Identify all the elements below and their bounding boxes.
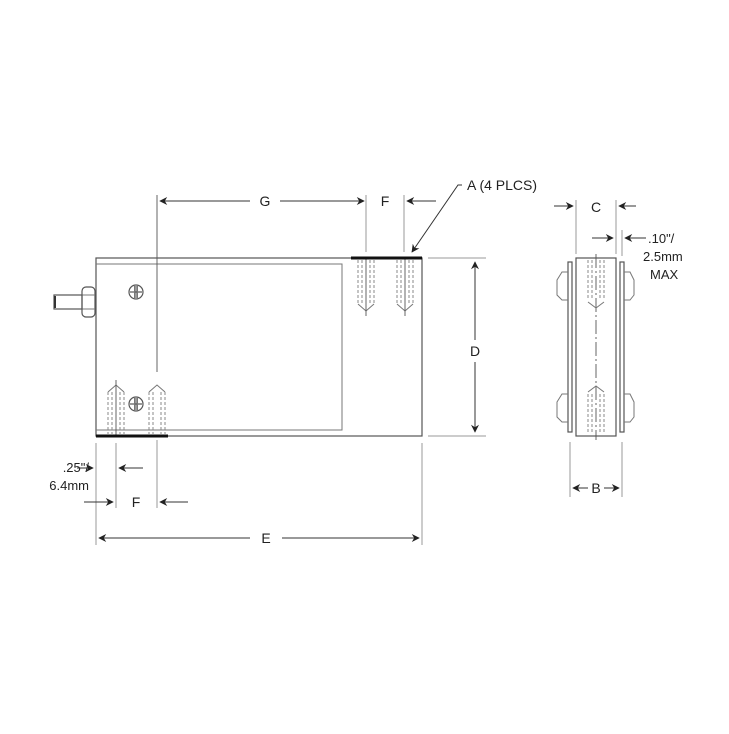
label-tolerance-line2: 2.5mm xyxy=(643,249,683,264)
threaded-hole-top-1 xyxy=(357,258,375,316)
label-tolerance-line3: MAX xyxy=(650,267,679,282)
side-plate-right xyxy=(619,261,625,433)
label-offset-line2: 6.4mm xyxy=(49,478,89,493)
dimension-b: B xyxy=(572,480,620,496)
dimension-d: D xyxy=(470,261,480,433)
dimension-e: E xyxy=(98,530,420,546)
screw-icon xyxy=(128,396,144,412)
side-view xyxy=(556,254,635,440)
front-view xyxy=(53,195,423,508)
load-cell-body xyxy=(95,257,423,437)
label-plate xyxy=(156,263,343,431)
dimension-c: C xyxy=(554,199,636,215)
side-plate-left xyxy=(567,261,573,433)
cable-connector xyxy=(53,286,96,318)
dimension-tolerance: .10"/ 2.5mm MAX xyxy=(592,231,683,282)
dimension-g: G xyxy=(159,193,365,209)
dimension-f-top: F xyxy=(381,193,436,209)
label-g: G xyxy=(260,193,271,209)
label-tolerance-line1: .10"/ xyxy=(648,231,675,246)
label-c: C xyxy=(591,199,601,215)
dimension-f-bottom: F xyxy=(84,494,188,510)
screw-icon xyxy=(128,284,144,300)
callout-a: A (4 PLCS) xyxy=(411,177,537,253)
connector-nut xyxy=(81,286,96,318)
label-b: B xyxy=(591,480,600,496)
label-e: E xyxy=(261,530,270,546)
threaded-hole-bottom-1 xyxy=(107,380,125,436)
dimension-offset: .25"/ 6.4mm xyxy=(49,460,143,493)
label-f-bottom: F xyxy=(132,494,141,510)
cable-stub xyxy=(53,294,83,310)
label-d: D xyxy=(470,343,480,359)
label-offset-line1: .25"/ xyxy=(63,460,90,475)
label-a: A (4 PLCS) xyxy=(467,177,537,193)
threaded-hole-top-2 xyxy=(396,258,414,316)
threaded-hole-bottom-2 xyxy=(148,384,166,434)
label-f-top: F xyxy=(381,193,390,209)
